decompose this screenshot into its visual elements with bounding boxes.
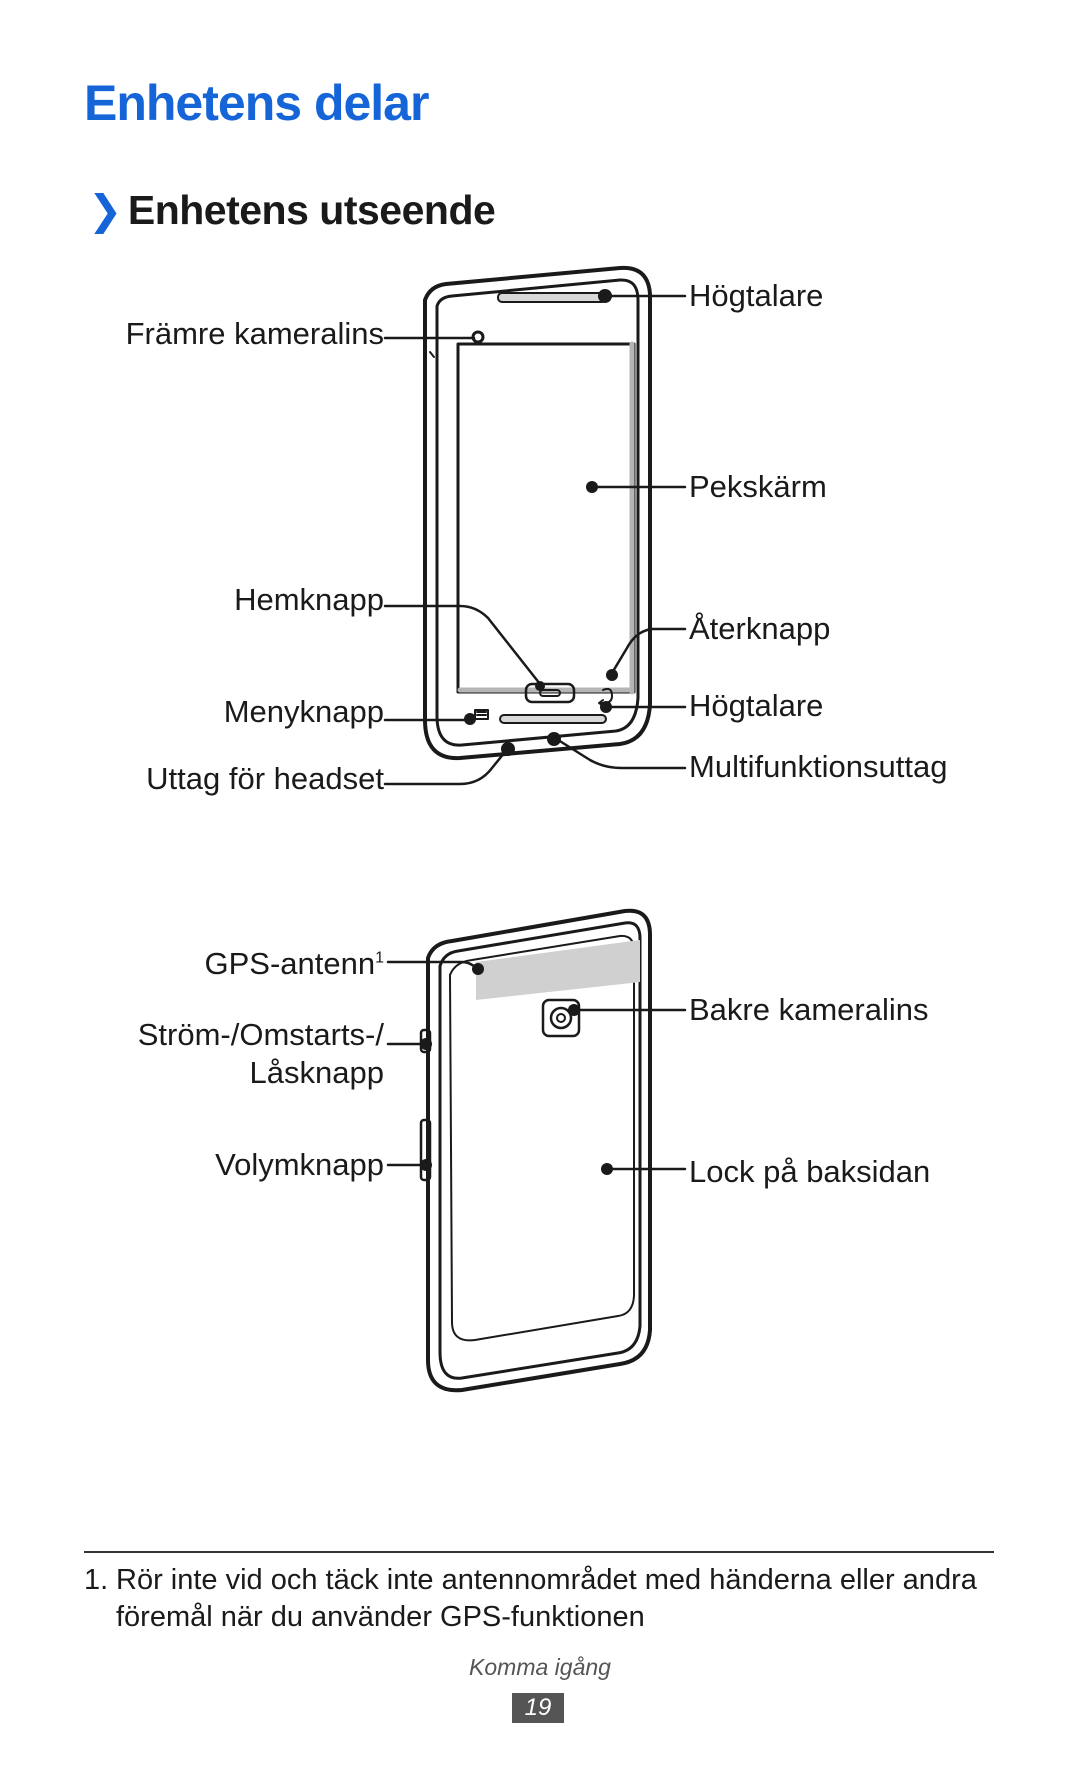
label-home-key: Hemknapp — [234, 582, 384, 617]
section-heading: ❯Enhetens utseende — [88, 186, 496, 234]
label-back-cover: Lock på baksidan — [689, 1154, 931, 1189]
chevron-right-icon: ❯ — [88, 187, 122, 233]
back-leader-lines — [386, 960, 687, 1171]
page-title: Enhetens delar — [84, 75, 429, 131]
label-speaker-bottom: Högtalare — [689, 688, 824, 723]
footnote-text: Rör inte vid och täck inte antennområdet… — [116, 1564, 977, 1633]
top-speaker-grille — [497, 292, 607, 303]
back-callout-dots — [420, 963, 613, 1175]
touchscreen-display — [456, 342, 636, 694]
label-menu-key: Menyknapp — [223, 694, 384, 729]
label-power-key-line2: Låsknapp — [249, 1055, 384, 1090]
home-key-icon — [524, 682, 576, 704]
label-power-key-line1: Ström-/Omstarts-/ — [137, 1017, 384, 1052]
front-callout-dots — [464, 289, 618, 756]
section-title: Enhetens utseende — [127, 187, 496, 233]
label-gps-antenna: GPS-antenn1 — [204, 946, 384, 981]
footnote-mark: 1 — [375, 949, 384, 967]
menu-key-icon — [474, 709, 489, 720]
label-front-camera: Främre kameralins — [125, 316, 384, 351]
device-front-view — [423, 265, 652, 761]
label-touchscreen: Pekskärm — [689, 469, 827, 504]
gps-antenna-area — [476, 940, 640, 1000]
device-back-view — [419, 908, 652, 1393]
page-number-badge: 19 — [512, 1693, 564, 1723]
footnote-number: 1. — [84, 1564, 109, 1596]
label-back-key: Återknapp — [689, 611, 831, 646]
label-speaker-top: Högtalare — [689, 278, 824, 313]
label-rear-camera: Bakre kameralins — [689, 992, 929, 1027]
footer-section-name: Komma igång — [469, 1654, 611, 1680]
front-leader-lines — [383, 294, 687, 786]
volume-key-icon — [419, 1118, 432, 1182]
bottom-speaker-grille — [499, 714, 607, 724]
rear-camera-icon — [541, 998, 581, 1038]
label-headset-jack: Uttag för headset — [146, 761, 384, 796]
label-volume-key: Volymknapp — [215, 1147, 384, 1182]
label-multifunction-jack: Multifunktionsuttag — [689, 749, 948, 784]
footnote-divider — [84, 1551, 994, 1553]
